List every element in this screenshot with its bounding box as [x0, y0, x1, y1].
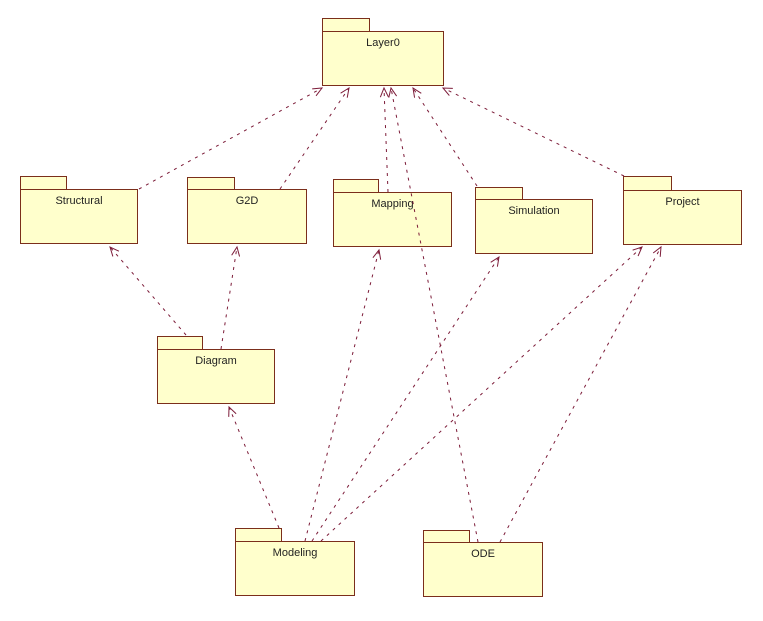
package-body: ODE	[423, 542, 543, 597]
dependency-arrow-ode-to-project[interactable]	[499, 245, 662, 543]
package-body: Diagram	[157, 349, 275, 404]
dependency-arrow-diagram-to-structural[interactable]	[109, 246, 187, 336]
package-layer0[interactable]: Layer0	[322, 18, 444, 87]
dependency-arrow-modeling-to-simulation[interactable]	[311, 255, 500, 542]
package-tab	[322, 18, 370, 32]
package-ode[interactable]: ODE	[423, 530, 543, 598]
package-label: Mapping	[371, 198, 414, 210]
package-body: G2D	[187, 189, 307, 244]
package-g2d[interactable]: G2D	[187, 177, 307, 245]
package-tab	[157, 336, 203, 350]
package-mapping[interactable]: Mapping	[333, 179, 452, 248]
package-modeling[interactable]: Modeling	[235, 528, 355, 597]
package-label: ODE	[471, 548, 495, 560]
package-tab	[623, 176, 672, 191]
package-tab	[235, 528, 282, 542]
dependency-arrow-modeling-to-project[interactable]	[320, 246, 643, 542]
package-body: Modeling	[235, 541, 355, 596]
package-label: Structural	[55, 195, 103, 207]
package-body: Mapping	[333, 192, 452, 247]
dependency-arrow-ode-to-layer0[interactable]	[388, 86, 479, 543]
package-structural[interactable]: Structural	[20, 176, 138, 245]
package-label: Diagram	[195, 355, 237, 367]
dependency-arrow-g2d-to-layer0[interactable]	[279, 86, 350, 190]
package-label: Modeling	[272, 547, 318, 559]
dependency-arrow-mapping-to-layer0[interactable]	[379, 86, 389, 193]
dependency-arrow-project-to-layer0[interactable]	[441, 87, 625, 177]
dependency-arrow-structural-to-layer0[interactable]	[138, 87, 324, 190]
package-project[interactable]: Project	[623, 176, 742, 246]
package-label: Layer0	[366, 37, 400, 49]
package-body: Project	[623, 190, 742, 245]
package-label: Project	[665, 196, 700, 208]
package-tab	[333, 179, 379, 193]
package-body: Structural	[20, 189, 138, 244]
dependency-arrow-modeling-to-diagram[interactable]	[228, 405, 280, 529]
package-simulation[interactable]: Simulation	[475, 187, 593, 255]
package-body: Layer0	[322, 31, 444, 86]
dependency-arrow-simulation-to-layer0[interactable]	[412, 86, 478, 187]
package-label: G2D	[235, 195, 259, 207]
package-body: Simulation	[475, 199, 593, 254]
dependency-arrow-diagram-to-g2d[interactable]	[220, 245, 241, 350]
dependency-arrow-modeling-to-mapping[interactable]	[304, 248, 382, 542]
package-tab	[20, 176, 67, 190]
package-label: Simulation	[508, 205, 560, 217]
package-diagram[interactable]: Diagram	[157, 336, 275, 405]
